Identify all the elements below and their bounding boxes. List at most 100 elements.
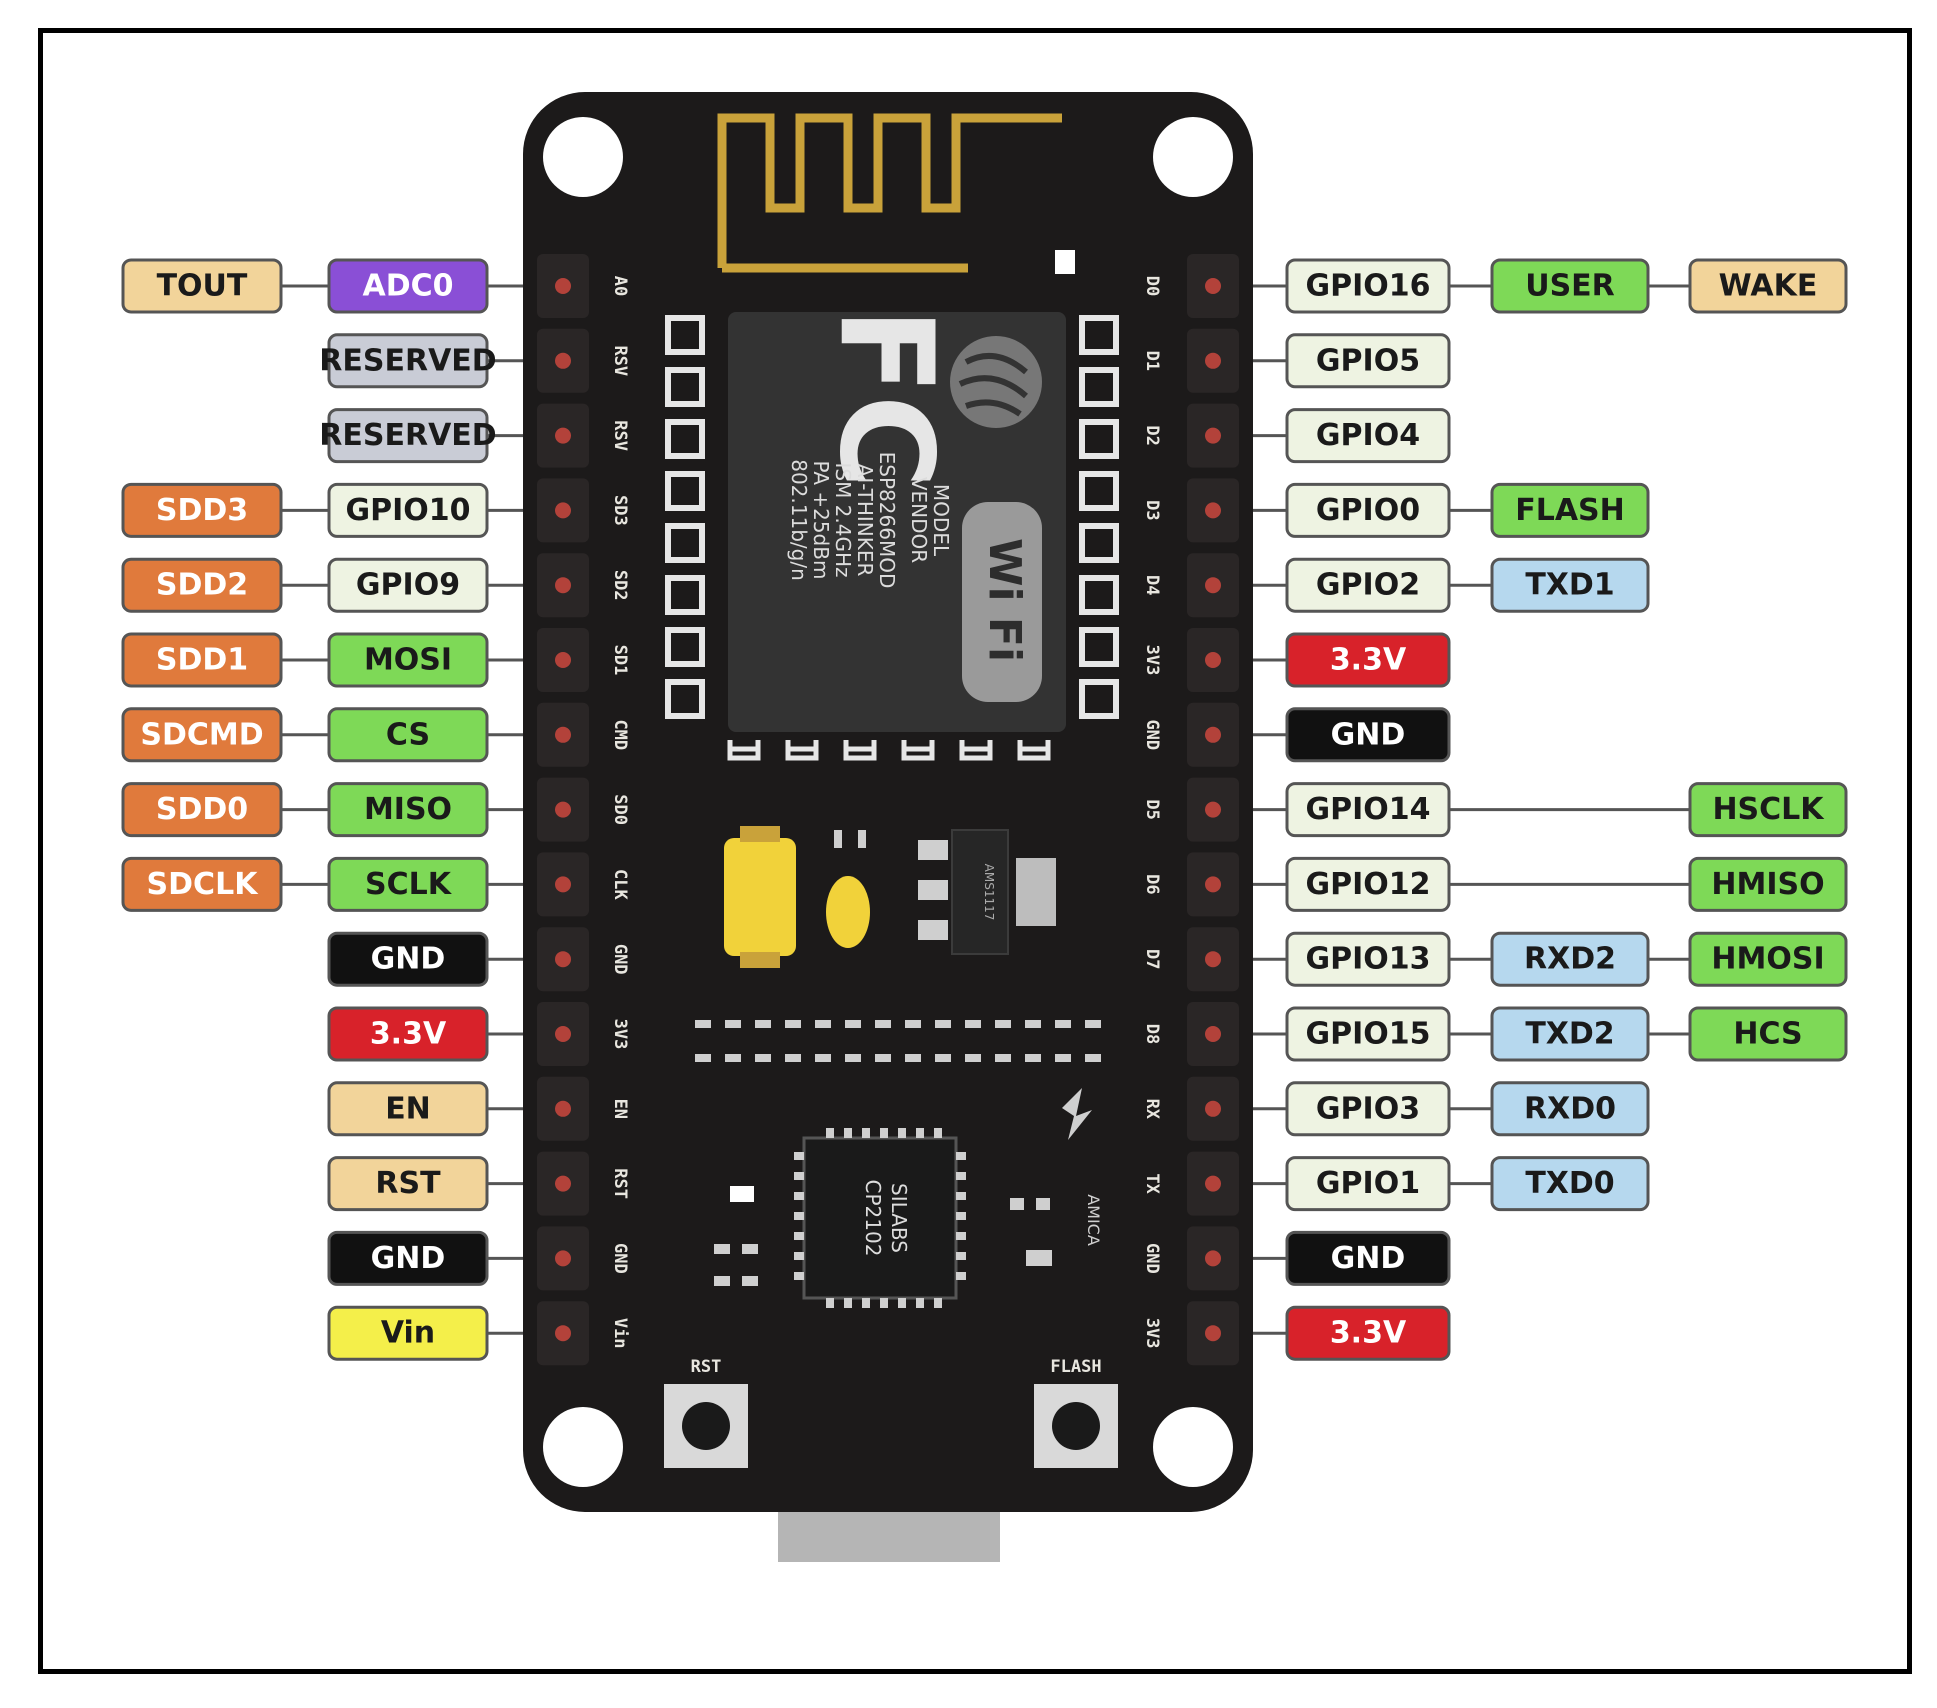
- silk-label-right: D1: [1142, 351, 1162, 371]
- pin-label-left-inner: Vin: [327, 1305, 489, 1361]
- module-print-line: AI-THINKER: [853, 464, 877, 577]
- pin-label-text: HSCLK: [1712, 792, 1825, 827]
- header-pin-left: [555, 801, 571, 818]
- module-print-line: ESP8266MOD: [875, 452, 899, 589]
- pin-label-box: [1490, 482, 1650, 538]
- pin-label-box: [1285, 707, 1451, 763]
- module-bottom-pad: [785, 740, 819, 761]
- silk-label-right: D2: [1142, 425, 1162, 445]
- silk-label-right: GND: [1142, 719, 1162, 750]
- regulator-pin: [918, 840, 948, 860]
- module-pad: [1079, 627, 1119, 667]
- pin-label-right-gpio: GPIO4: [1285, 408, 1451, 464]
- pin-label-text: GPIO14: [1305, 792, 1430, 827]
- module-pad: [1079, 471, 1119, 511]
- header-pin-left: [555, 577, 571, 594]
- pin-label-left-inner: EN: [327, 1081, 489, 1137]
- pin-label-box: [327, 408, 489, 464]
- chip-pin: [794, 1272, 804, 1280]
- pin-label-text: USER: [1525, 269, 1615, 304]
- module-bottom-pad: [959, 740, 993, 761]
- pin-label-text: GPIO2: [1316, 568, 1420, 603]
- module-bottom-pad: [843, 740, 877, 761]
- pin-label-left-outer: SDCLK: [121, 856, 283, 912]
- module-pad: [665, 627, 705, 667]
- voltage-regulator: [951, 829, 1009, 955]
- pin-label-box: [121, 856, 283, 912]
- led-indicator: [1055, 250, 1075, 274]
- chip-pin: [794, 1152, 804, 1160]
- pin-label-right-gpio: GPIO16: [1285, 258, 1451, 314]
- header-pin-left: [555, 352, 571, 369]
- header-pin-left: [555, 951, 571, 968]
- pin-label-left-inner: MISO: [327, 782, 489, 838]
- pin-label-right-mid: TXD1: [1490, 557, 1650, 613]
- pin-label-right-outer: WAKE: [1688, 258, 1848, 314]
- pin-label-right-mid: RXD0: [1490, 1081, 1650, 1137]
- module-pad: [1079, 367, 1119, 407]
- pin-label-text: MISO: [364, 792, 452, 827]
- pin-label-text: GPIO10: [345, 493, 470, 528]
- pin-label-box: [1285, 408, 1451, 464]
- silk-label-right: D8: [1142, 1024, 1162, 1044]
- smd-component: [1036, 1198, 1050, 1210]
- pin-label-left-inner: 3.3V: [327, 1006, 489, 1062]
- chip-pin: [898, 1298, 906, 1308]
- silk-label-right: TX: [1142, 1173, 1162, 1194]
- pin-label-box: [121, 707, 283, 763]
- silk-label-right: D7: [1142, 949, 1162, 969]
- regulator-pin: [918, 920, 948, 940]
- flash-button-label: FLASH: [1050, 1357, 1101, 1377]
- mounting-hole: [1153, 1407, 1233, 1487]
- header-pin-left: [555, 876, 571, 893]
- smd-component: [714, 1276, 730, 1286]
- chip-pin: [794, 1212, 804, 1220]
- header-pin-right: [1205, 951, 1221, 968]
- pin-label-text: GPIO3: [1316, 1091, 1420, 1126]
- pin-label-right-mid: TXD0: [1490, 1156, 1650, 1212]
- pin-label-text: TOUT: [157, 269, 248, 304]
- pin-label-box: [327, 1006, 489, 1062]
- rst-button-cap: [682, 1402, 730, 1450]
- module-print-line: PA +25dBm: [809, 461, 833, 580]
- header-pin-left: [555, 502, 571, 519]
- header-pin-left: [555, 1325, 571, 1342]
- pin-label-box: [1688, 782, 1848, 838]
- pin-label-text: SDD0: [156, 792, 248, 827]
- header-pin-right: [1205, 278, 1221, 294]
- pin-label-text: TXD0: [1525, 1166, 1614, 1201]
- pin-label-left-outer: SDD0: [121, 782, 283, 838]
- pin-label-box: [327, 557, 489, 613]
- pin-label-text: GPIO0: [1316, 493, 1420, 528]
- module-pad: [665, 679, 705, 719]
- module-pad: [1079, 315, 1119, 355]
- pin-label-text: GPIO5: [1316, 343, 1420, 378]
- pin-label-right-gpio: GPIO2: [1285, 557, 1451, 613]
- pin-label-box: [327, 1156, 489, 1212]
- chip-pin: [844, 1128, 852, 1138]
- pin-label-box: [1285, 557, 1451, 613]
- pin-label-box: [327, 1081, 489, 1137]
- silk-label-right: D3: [1142, 500, 1162, 520]
- pin-label-box: [121, 782, 283, 838]
- pin-label-left-inner: RESERVED: [319, 333, 497, 389]
- pin-label-text: HMISO: [1711, 867, 1824, 902]
- capacitor: [826, 876, 870, 948]
- pin-label-box: [1688, 258, 1848, 314]
- pin-label-text: GPIO13: [1305, 942, 1430, 977]
- espressif-logo-swirl: [958, 353, 1028, 417]
- module-print-line: MODEL: [929, 484, 953, 557]
- pin-label-right-gpio: GND: [1285, 1230, 1451, 1286]
- mounting-hole: [543, 117, 623, 197]
- pin-label-text: SDCMD: [140, 717, 263, 752]
- pin-label-box: [121, 258, 283, 314]
- usb-chip-model: CP2102: [861, 1180, 885, 1257]
- pin-label-right-outer: HMISO: [1688, 856, 1848, 912]
- module-bottom-pads: [727, 740, 1051, 761]
- pin-label-box: [1285, 333, 1451, 389]
- chip-pin: [794, 1172, 804, 1180]
- pin-label-text: SDCLK: [147, 867, 260, 902]
- pin-label-right-gpio: GPIO15: [1285, 1006, 1451, 1062]
- brand-label: AMICA: [1084, 1194, 1103, 1246]
